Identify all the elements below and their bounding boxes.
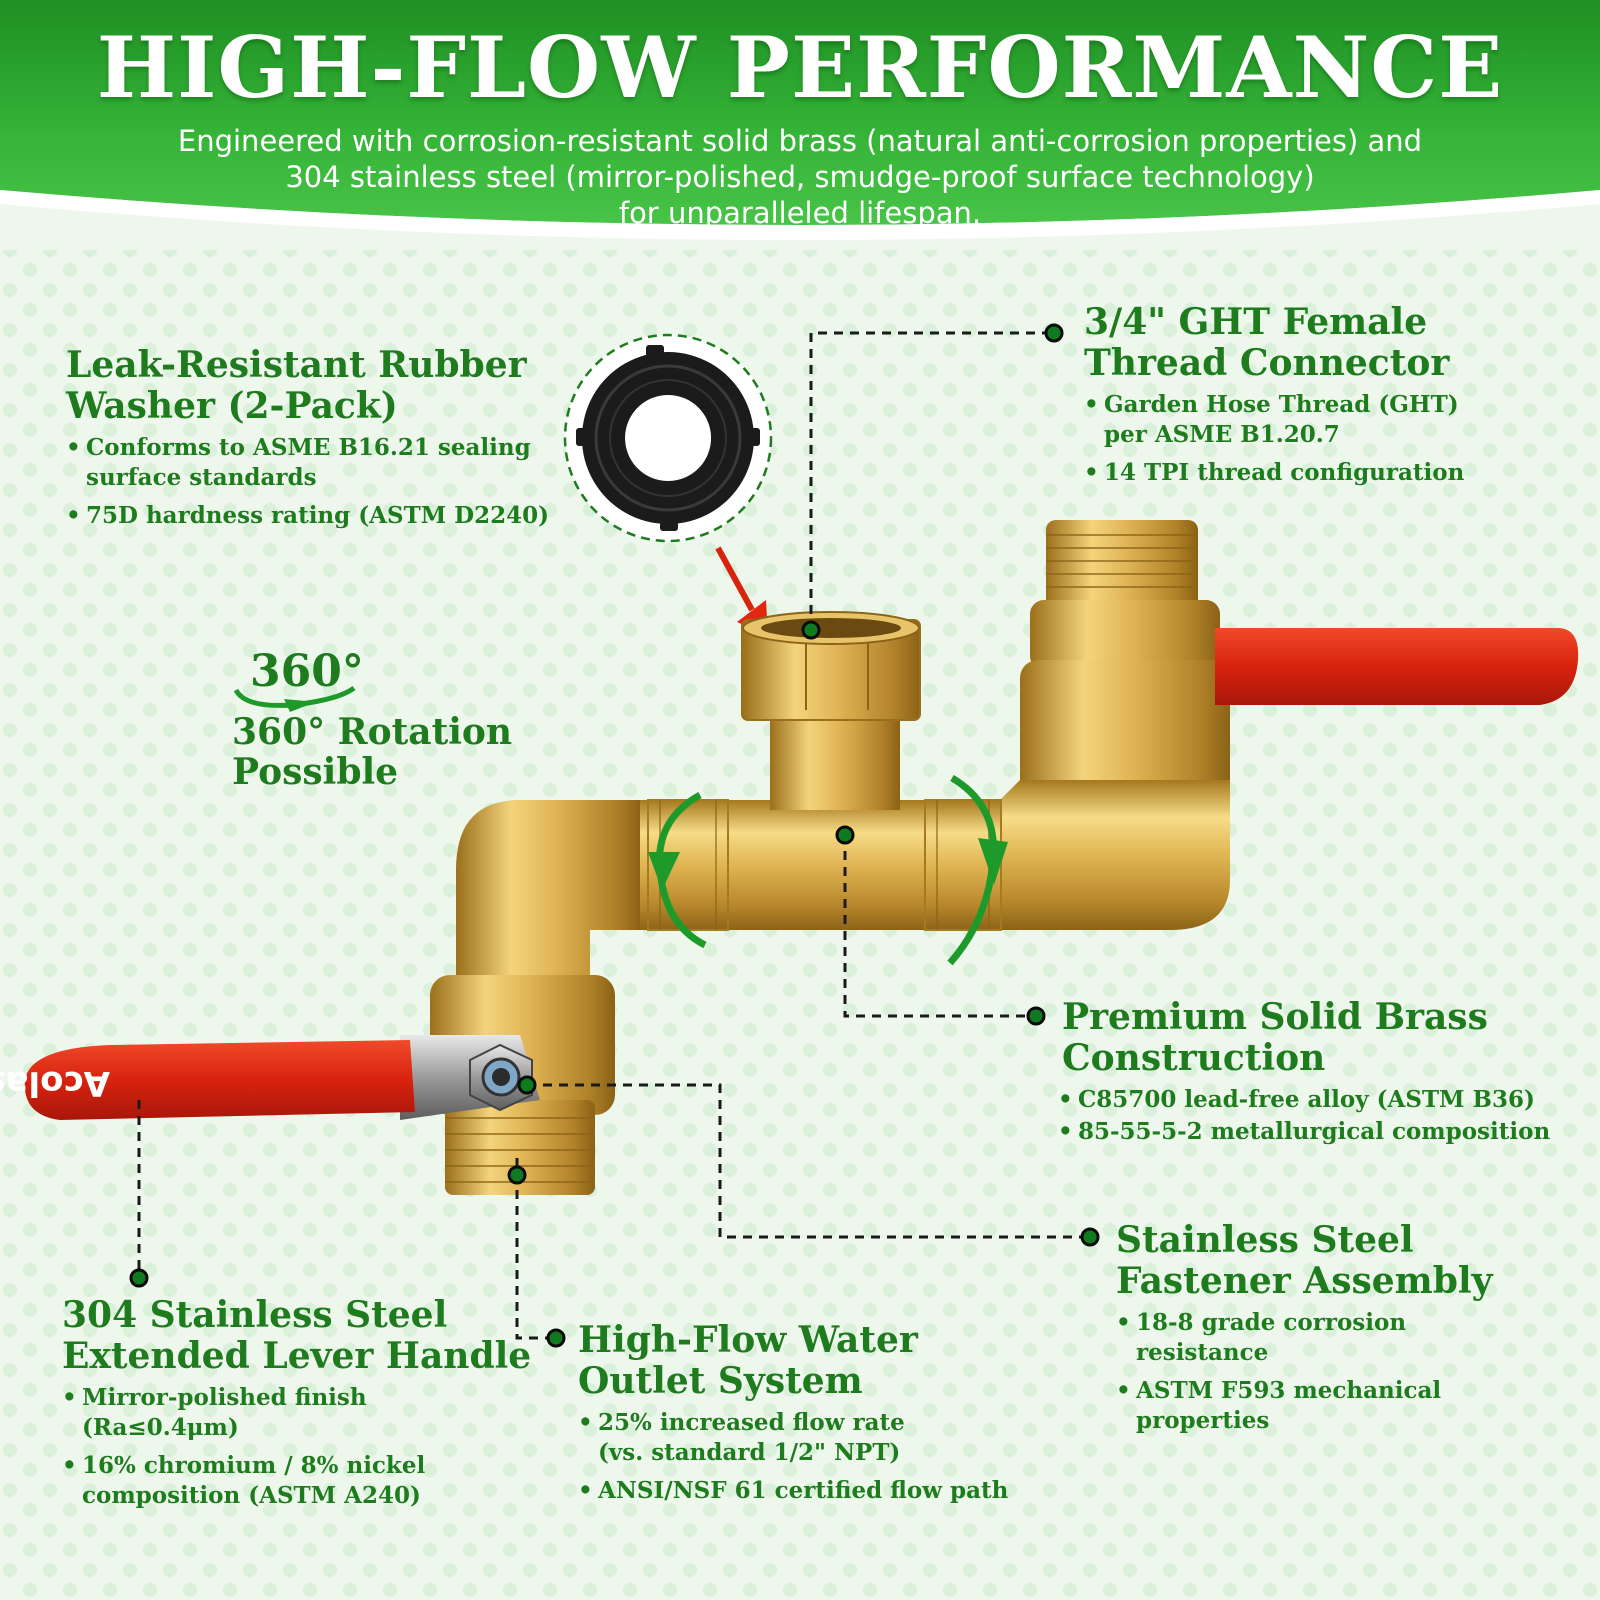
brass-valve-assembly: Acolasia	[0, 520, 1579, 1195]
page-subtitle: Engineered with corrosion-resistant soli…	[100, 123, 1500, 231]
list-item: 75D hardness rating (ASTM D2240)	[66, 501, 549, 531]
leader-dots	[129, 323, 1100, 1348]
bullet-list: Garden Hose Thread (GHT) per ASME B1.20.…	[1084, 390, 1464, 488]
title-line: Washer (2-Pack)	[66, 385, 398, 427]
list-item: 16% chromium / 8% nickel composition (AS…	[62, 1451, 531, 1511]
callout-water-outlet: High-Flow Water Outlet System 25% increa…	[578, 1320, 1008, 1514]
rotation-badge-icon: 360°	[233, 646, 364, 712]
callout-title: Premium Solid Brass Construction	[1062, 997, 1550, 1079]
callout-ght-thread: 3/4" GHT Female Thread Connector Garden …	[1084, 302, 1464, 496]
title-line: Outlet System	[578, 1360, 863, 1402]
bullet-list: 25% increased flow rate (vs. standard 1/…	[578, 1408, 1008, 1506]
list-item: 25% increased flow rate (vs. standard 1/…	[578, 1408, 1008, 1468]
leader-lines	[137, 331, 1090, 1340]
callout-rubber-washer: Leak-Resistant Rubber Washer (2-Pack) Co…	[66, 345, 549, 539]
list-item: Conforms to ASME B16.21 sealing surface …	[66, 433, 549, 493]
list-item: 18-8 grade corrosion resistance	[1116, 1308, 1493, 1368]
right-lever-handle	[1215, 628, 1579, 705]
list-item: 14 TPI thread configuration	[1084, 458, 1464, 488]
title-line: 3/4" GHT Female	[1084, 301, 1428, 343]
callout-title: 3/4" GHT Female Thread Connector	[1084, 302, 1464, 384]
callout-title: Leak-Resistant Rubber Washer (2-Pack)	[66, 345, 549, 427]
list-item: C85700 lead-free alloy (ASTM B36)	[1058, 1085, 1550, 1115]
list-item: ASTM F593 mechanical properties	[1116, 1376, 1493, 1436]
subtitle-line-1: Engineered with corrosion-resistant soli…	[177, 124, 1423, 158]
title-line: Leak-Resistant Rubber	[66, 344, 527, 386]
handle-brand-text: Acolasia	[0, 1063, 110, 1103]
page-title: HIGH-FLOW PERFORMANCE	[96, 18, 1504, 117]
list-item: Mirror-polished finish (Ra≤0.4μm)	[62, 1383, 531, 1443]
callout-title: 304 Stainless Steel Extended Lever Handl…	[62, 1295, 531, 1377]
rotation-badge-text: 360°	[250, 646, 364, 697]
rotation-label: 360° Rotation Possible	[232, 711, 513, 793]
list-item: ANSI/NSF 61 certified flow path	[578, 1476, 1008, 1506]
washer-inset	[563, 333, 773, 543]
callout-solid-brass: Premium Solid Brass Construction C85700 …	[1058, 997, 1550, 1155]
subtitle-line-2: 304 stainless steel (mirror-polished, sm…	[285, 160, 1315, 194]
subtitle-line-3: for unparalleled lifespan.	[618, 196, 982, 230]
title-line: Extended Lever Handle	[62, 1335, 532, 1377]
title-line: 304 Stainless Steel	[62, 1294, 448, 1336]
title-line: Thread Connector	[1084, 342, 1450, 384]
title-line: Stainless Steel	[1116, 1219, 1414, 1261]
title-line: Fastener Assembly	[1116, 1260, 1493, 1302]
callout-steel-fastener: Stainless Steel Fastener Assembly 18-8 g…	[1116, 1220, 1493, 1444]
list-item: Garden Hose Thread (GHT) per ASME B1.20.…	[1084, 390, 1464, 450]
callout-title: Stainless Steel Fastener Assembly	[1116, 1220, 1493, 1302]
bullet-list: Conforms to ASME B16.21 sealing surface …	[66, 433, 549, 531]
title-line: Construction	[1062, 1037, 1326, 1079]
title-line: High-Flow Water	[578, 1319, 918, 1361]
callout-title: High-Flow Water Outlet System	[578, 1320, 1008, 1402]
bullet-list: 18-8 grade corrosion resistance ASTM F59…	[1116, 1308, 1493, 1436]
title-line: Premium Solid Brass	[1062, 996, 1488, 1038]
bullet-list: C85700 lead-free alloy (ASTM B36) 85-55-…	[1058, 1085, 1550, 1147]
left-lever-handle	[24, 1040, 415, 1120]
callout-lever-handle: 304 Stainless Steel Extended Lever Handl…	[62, 1295, 531, 1519]
bullet-list: Mirror-polished finish (Ra≤0.4μm) 16% ch…	[62, 1383, 531, 1511]
outlet-thread	[445, 1100, 595, 1195]
list-item: 85-55-5-2 metallurgical composition	[1058, 1117, 1550, 1147]
